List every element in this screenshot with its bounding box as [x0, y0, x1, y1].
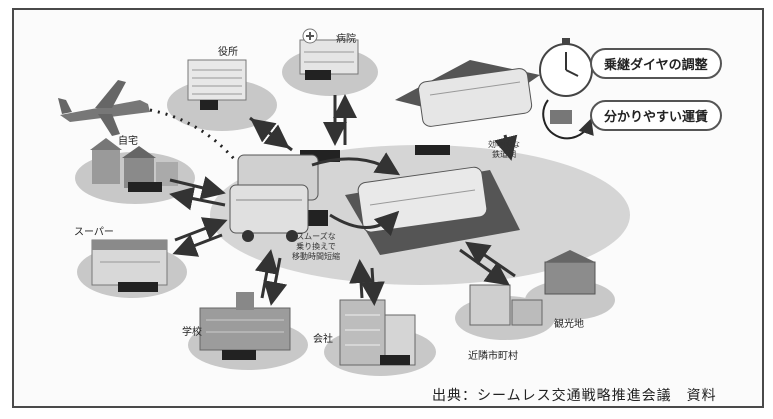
wallet-icon: [550, 110, 572, 124]
label-hospital: 病院: [336, 34, 356, 45]
callout-fare: 分かりやすい運賃: [590, 100, 723, 131]
city-hall-building: [187, 59, 247, 101]
tourist-spot-building: [544, 250, 596, 295]
clock-icon: [539, 38, 593, 97]
school-building: [199, 292, 291, 351]
label-efficient-network: 効率的な 鉄道網: [488, 140, 520, 159]
label-home: 自宅: [118, 136, 138, 147]
connection-arrows: [169, 94, 518, 306]
label-neighboring-towns: 近隣市町村: [468, 351, 518, 362]
hospital-building: [299, 28, 359, 75]
neighboring-town-building: [469, 284, 543, 326]
airplane-icon: [58, 80, 150, 136]
label-seamless-transfer: スムーズな 乗り換えで 移動時間短縮: [292, 232, 340, 261]
label-tourist-spot: 観光地: [554, 319, 584, 330]
bus-illustration: [229, 154, 319, 242]
label-city-hall: 役所: [218, 47, 238, 58]
label-school: 学校: [182, 327, 202, 338]
cycle-arrow: [542, 99, 594, 140]
train-upper: [395, 60, 540, 127]
airplane-route: [149, 108, 237, 161]
supermarket-building: [91, 239, 168, 286]
label-company: 会社: [313, 334, 333, 345]
label-supermarket: スーパー: [74, 227, 114, 238]
callout-timetable: 乗継ダイヤの調整: [590, 48, 722, 79]
source-caption: 出典：シームレス交通戦略推進会議 資料: [432, 388, 717, 404]
